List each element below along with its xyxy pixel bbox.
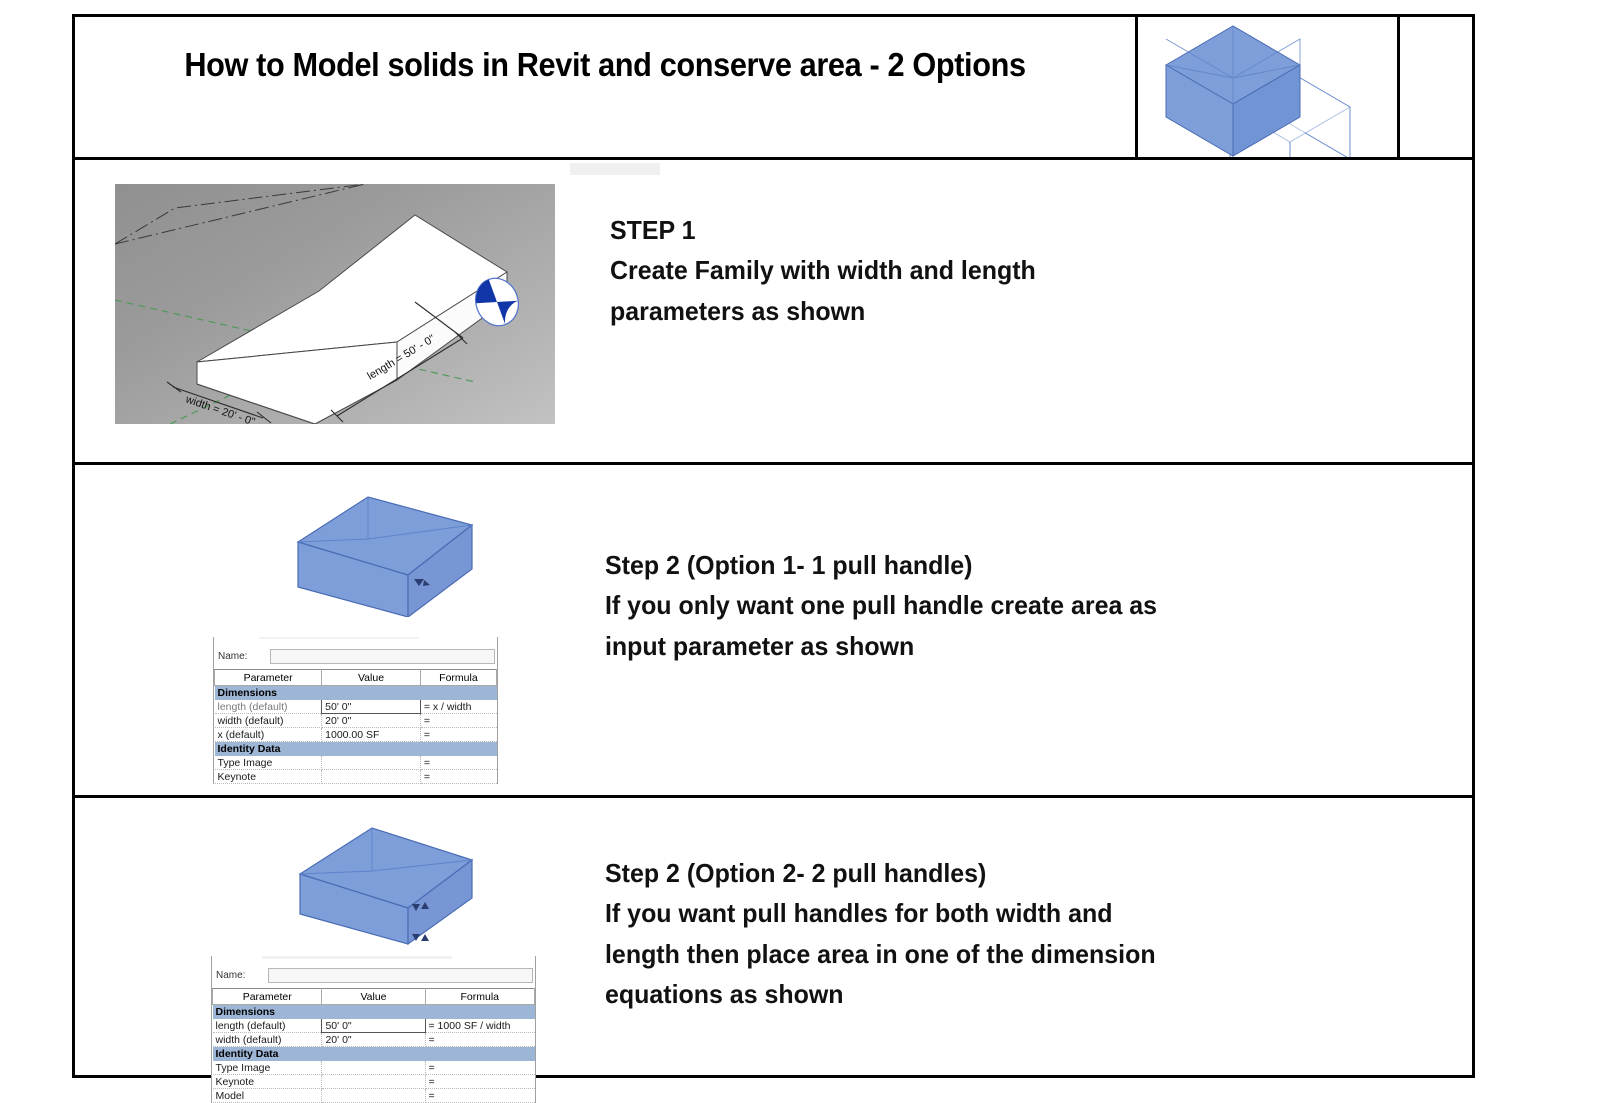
cell-value[interactable] — [321, 1074, 426, 1089]
name-input[interactable] — [268, 968, 533, 983]
table-row[interactable]: length (default) 50' 0" = 1000 SF / widt… — [212, 1018, 535, 1033]
step-3-text: Step 2 (Option 2- 2 pull handles) If you… — [605, 858, 1156, 1009]
blue-box-one-handle — [296, 496, 474, 617]
pull-handle-arrow-lower — [412, 934, 429, 941]
name-input[interactable] — [270, 649, 495, 664]
cell-parameter: Type Image — [212, 1060, 323, 1075]
col-value[interactable]: Value — [321, 669, 421, 686]
blue-box-two-handles — [298, 827, 474, 946]
title-block-header: How to Model solids in Revit and conserv… — [75, 17, 1472, 195]
cell-parameter: Type Image — [214, 755, 323, 770]
header-icon-cell — [1138, 17, 1400, 195]
col-value[interactable]: Value — [321, 988, 426, 1005]
cell-formula[interactable]: = — [425, 1032, 535, 1047]
table-row[interactable]: Keynote = — [212, 1074, 535, 1089]
cell-value[interactable] — [321, 1060, 426, 1075]
pull-handle-arrow-upper — [412, 902, 429, 911]
blue-isometric-box-icon — [1165, 25, 1351, 195]
cell-formula[interactable]: = — [420, 755, 497, 770]
group-row-dimensions: Dimensions — [212, 1004, 535, 1019]
name-label: Name: — [216, 970, 246, 981]
cell-parameter: length (default) — [212, 1018, 323, 1033]
step-1-text: STEP 1 Create Family with width and leng… — [610, 215, 1036, 326]
family-types-dialog-option-2[interactable]: Name: Parameter Value Formula Dimensions — [211, 956, 536, 1103]
cell-parameter: length (default) — [214, 699, 323, 714]
page-title: How to Model solids in Revit and conserv… — [184, 46, 1026, 83]
step-3-row: Step 2 (Option 2- 2 pull handles) If you… — [75, 798, 1472, 1103]
cell-value[interactable]: 20' 0" — [321, 1032, 426, 1047]
cell-formula[interactable]: = — [420, 713, 497, 728]
cell-value[interactable] — [321, 755, 421, 770]
table-row[interactable]: width (default) 20' 0" = — [212, 1032, 535, 1047]
group-row-identity-data: Identity Data — [214, 741, 497, 756]
cell-parameter: width (default) — [212, 1032, 323, 1047]
group-row-dimensions: Dimensions — [214, 685, 497, 700]
cell-formula[interactable]: = — [425, 1088, 535, 1103]
cell-parameter: Keynote — [212, 1074, 323, 1089]
dialog-name-row: Name: — [214, 645, 497, 669]
cell-formula[interactable]: = 1000 SF / width — [425, 1018, 535, 1033]
dialog-top-artifact — [259, 637, 419, 639]
name-label: Name: — [218, 651, 248, 662]
cell-value[interactable] — [321, 769, 421, 784]
table-row[interactable]: x (default) 1000.00 SF = — [214, 727, 497, 742]
cell-formula[interactable]: = — [425, 1074, 535, 1089]
artifact-strip — [570, 163, 660, 175]
table-row[interactable]: Type Image = — [212, 1060, 535, 1075]
cell-formula[interactable]: = x / width — [420, 699, 497, 714]
table-row[interactable]: length (default) 50' 0" = x / width — [214, 699, 497, 714]
cell-value[interactable]: 50' 0" — [321, 699, 421, 714]
parameters-table-option-2[interactable]: Parameter Value Formula Dimensions lengt… — [212, 988, 535, 1103]
cell-value[interactable]: 50' 0" — [321, 1018, 426, 1033]
cell-parameter: Model — [212, 1088, 323, 1103]
step-1-row: length = 50' - 0" width = 20' - 0" STEP … — [75, 160, 1472, 465]
table-row[interactable]: Keynote = — [214, 769, 497, 784]
cell-formula[interactable]: = — [420, 769, 497, 784]
family-types-dialog-option-1[interactable]: Name: Parameter Value Formula Dimensions — [213, 637, 498, 784]
col-parameter[interactable]: Parameter — [212, 988, 323, 1005]
step-1-revit-3d-render: length = 50' - 0" width = 20' - 0" — [115, 184, 555, 424]
table-row[interactable]: Model = — [212, 1088, 535, 1103]
table-header-row: Parameter Value Formula — [212, 988, 535, 1005]
cell-formula[interactable]: = — [420, 727, 497, 742]
cell-formula[interactable]: = — [425, 1060, 535, 1075]
table-header-row: Parameter Value Formula — [214, 669, 497, 686]
group-label: Dimensions — [212, 1004, 535, 1019]
pull-handle-arrow — [414, 579, 430, 586]
step-2-text: Step 2 (Option 1- 1 pull handle) If you … — [605, 550, 1158, 661]
cell-parameter: Keynote — [214, 769, 323, 784]
table-row[interactable]: Type Image = — [214, 755, 497, 770]
header-spare-cell — [1400, 17, 1472, 157]
col-formula[interactable]: Formula — [424, 988, 535, 1005]
col-formula[interactable]: Formula — [419, 669, 497, 686]
col-parameter[interactable]: Parameter — [214, 669, 323, 686]
navigation-wheel-icon — [474, 277, 520, 327]
cell-value[interactable] — [321, 1088, 426, 1103]
group-row-identity-data: Identity Data — [212, 1046, 535, 1061]
cell-parameter: width (default) — [214, 713, 323, 728]
drawing-sheet-frame: How to Model solids in Revit and conserv… — [72, 14, 1475, 1103]
cell-value[interactable]: 20' 0" — [321, 713, 421, 728]
group-label: Dimensions — [214, 685, 497, 700]
parameters-table-option-1[interactable]: Parameter Value Formula Dimensions lengt… — [214, 669, 497, 784]
dialog-top-artifact — [262, 956, 452, 959]
cell-value[interactable]: 1000.00 SF — [321, 727, 421, 742]
group-label: Identity Data — [214, 741, 497, 756]
dialog-name-row: Name: — [212, 964, 535, 988]
step-2-row: Step 2 (Option 1- 1 pull handle) If you … — [75, 465, 1472, 798]
title-cell: How to Model solids in Revit and conserv… — [75, 17, 1138, 157]
cell-parameter: x (default) — [214, 727, 323, 742]
group-label: Identity Data — [212, 1046, 535, 1061]
table-row[interactable]: width (default) 20' 0" = — [214, 713, 497, 728]
